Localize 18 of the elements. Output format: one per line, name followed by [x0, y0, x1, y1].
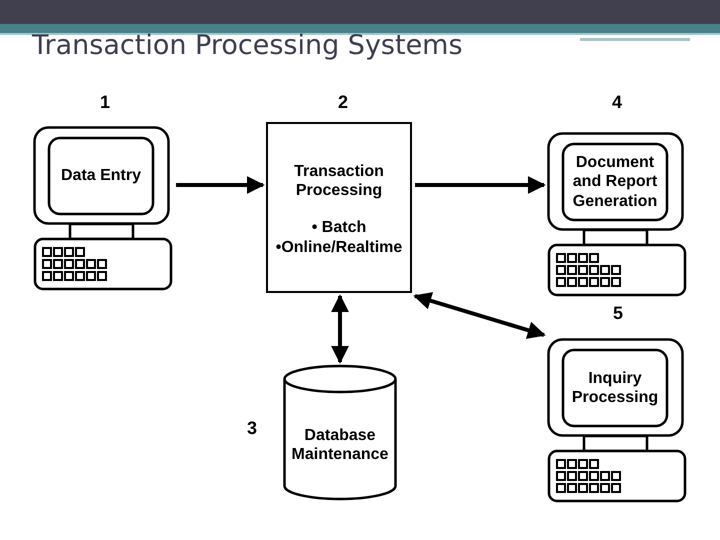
arrow: [415, 176, 546, 194]
step-number: 3: [247, 418, 257, 439]
bullet-item: •Online/Realtime: [276, 238, 402, 257]
step-number: 1: [100, 92, 110, 113]
step-number: 5: [613, 303, 623, 324]
arrow: [331, 294, 349, 364]
node-label: Database Maintenance: [290, 426, 390, 464]
slide-title: Transaction Processing Systems: [32, 30, 463, 61]
screen-label: Document and Report Generation: [572, 153, 658, 211]
process-box: [266, 122, 412, 293]
arrow: [176, 176, 265, 194]
box-title: Transaction Processing: [293, 162, 385, 200]
screen-label: Inquiry Processing: [570, 368, 660, 408]
step-number: 4: [612, 92, 622, 113]
arrow: [413, 292, 546, 339]
bullet-item: • Batch: [312, 218, 366, 238]
screen-label: Data Entry: [60, 166, 142, 186]
step-number: 2: [338, 92, 348, 113]
